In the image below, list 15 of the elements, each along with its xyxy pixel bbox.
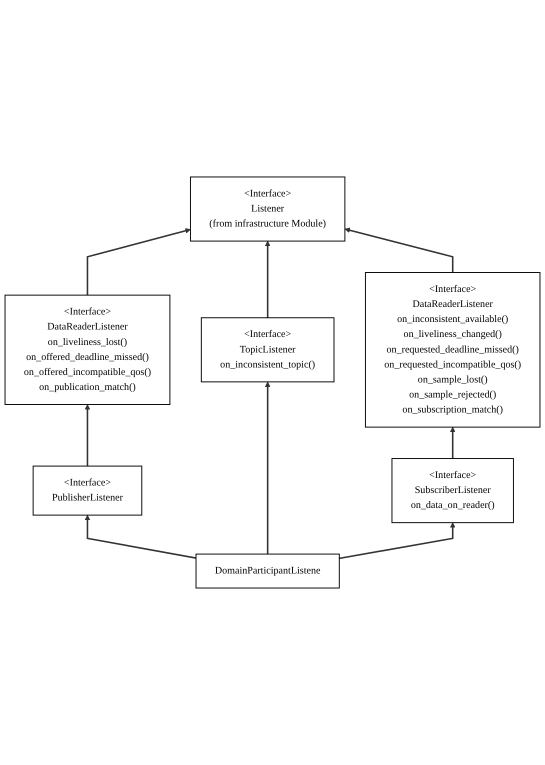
- arrow: [264, 382, 270, 554]
- node-box: <Interface> PublisherListener: [32, 466, 142, 516]
- node-box: <Interface> DataReaderListener on_inconsistent_available() on_liveliness_changed() on_requested_deadline_missed() on_requested_incompatible_qos() on_sample_lost() on_sample_rejected() on_subscription_match(): [364, 272, 540, 428]
- node-box: <Interface> SubscriberListener on_data_on_reader(): [391, 458, 514, 524]
- node-box: <Interface> DataReaderListener on_liveliness_lost() on_offered_deadline_missed() on_offered_incompatible_qos() on_publication_match(): [4, 294, 170, 405]
- arrow: [264, 240, 270, 318]
- arrow: [86, 228, 191, 296]
- node-box: <Interface> TopicListener on_inconsistent_topic(): [200, 317, 334, 382]
- arrow: [450, 426, 456, 459]
- node-box: DomainParticipantListene: [196, 554, 340, 588]
- arrow: [339, 522, 456, 560]
- arrow: [84, 404, 90, 466]
- arrow: [84, 514, 196, 559]
- node-box: <Interface> Listener (from infrastructure Module): [190, 176, 346, 242]
- arrow: [344, 228, 454, 272]
